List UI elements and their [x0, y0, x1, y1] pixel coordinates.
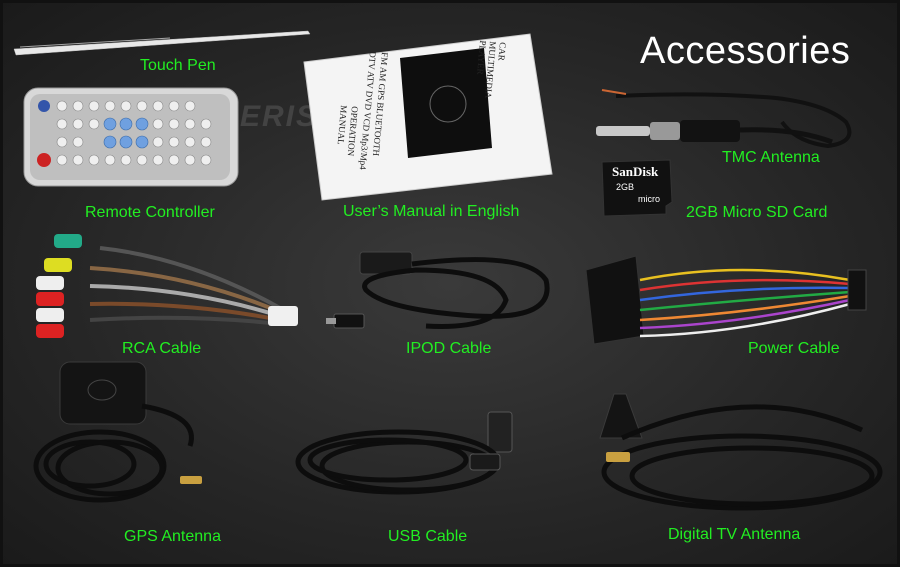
usb-cable-image [295, 411, 513, 495]
digital-tv-antenna-label: Digital TV Antenna [668, 526, 801, 543]
manual-footer-line: OPERATION [346, 106, 360, 157]
rca-cable-image [36, 234, 298, 338]
manual-title-line: PLAYER [475, 40, 488, 75]
manual-title-line: CAR [496, 42, 508, 61]
user-manual-label: User’s Manual in English [343, 203, 520, 220]
sd-card-brand: SanDisk [612, 164, 659, 179]
user-manual-image: CAR MULTIMEDIA PLAYER FM AM GPS BLUETOOT… [303, 33, 553, 201]
gps-antenna-label: GPS Antenna [124, 528, 221, 545]
ipod-cable-image [326, 251, 550, 329]
tmc-antenna-label: TMC Antenna [722, 149, 820, 166]
manual-footer-line: MANUAL [336, 105, 349, 145]
micro-sd-card-image: SanDisk 2GB micro [601, 159, 673, 217]
sd-card-type: micro [638, 194, 660, 204]
tmc-antenna-image [596, 89, 852, 149]
rca-cable-label: RCA Cable [122, 340, 202, 357]
power-cable-image [585, 255, 867, 345]
digital-tv-antenna-image [599, 393, 883, 511]
touch-pen-label: Touch Pen [140, 57, 216, 74]
micro-sd-card-label: 2GB Micro SD Card [686, 204, 828, 221]
remote-controller-image [23, 87, 239, 187]
power-cable-label: Power Cable [748, 340, 840, 357]
usb-cable-label: USB Cable [388, 528, 468, 545]
touch-pen-image [13, 30, 311, 56]
sd-card-capacity: 2GB [616, 182, 634, 192]
remote-controller-label: Remote Controller [85, 204, 215, 221]
page-title: Accessories [640, 30, 851, 72]
gps-antenna-image [33, 361, 202, 503]
ipod-cable-label: IPOD Cable [406, 340, 492, 357]
